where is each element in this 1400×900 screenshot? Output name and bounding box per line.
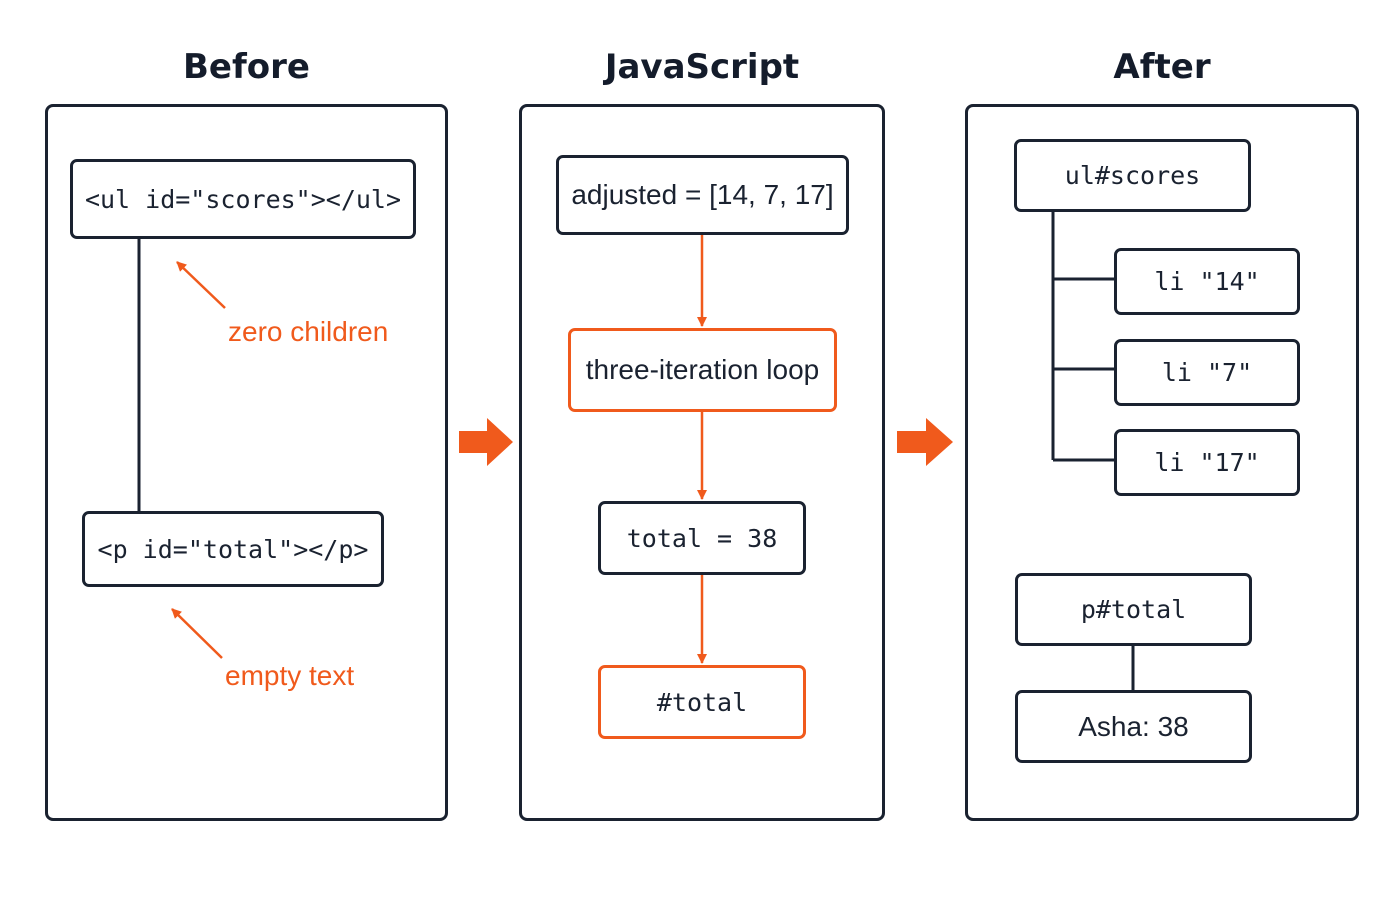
p-total-node: p#total (1015, 573, 1252, 646)
loop-node: three-iteration loop (568, 328, 837, 412)
ul-scores-node: ul#scores (1014, 139, 1251, 212)
total-target-node: #total (598, 665, 806, 739)
adjusted-array-node: adjusted = [14, 7, 17] (556, 155, 849, 235)
after-heading: After (1113, 47, 1211, 87)
p-total-empty-node: <p id="total"></p> (82, 511, 384, 587)
ul-scores-empty-node: <ul id="scores"></ul> (70, 159, 416, 239)
js-to-after-arrow (897, 418, 953, 466)
empty-text-label: empty text (225, 660, 355, 691)
li-14-node: li "14" (1114, 248, 1300, 315)
li-17-node: li "17" (1114, 429, 1300, 496)
javascript-heading: JavaScript (604, 47, 800, 87)
li-7-node: li "7" (1114, 339, 1300, 406)
text-node-asha: Asha: 38 (1015, 690, 1252, 763)
zero-children-label: zero children (228, 316, 389, 347)
before-to-js-arrow (459, 418, 513, 466)
total-value-node: total = 38 (598, 501, 806, 575)
before-heading: Before (183, 47, 310, 87)
